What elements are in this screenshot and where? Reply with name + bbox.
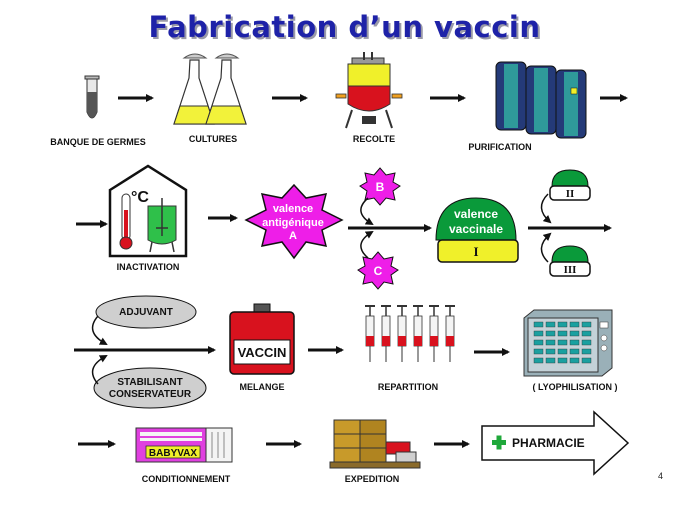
- valence-vaccinale-line1: valence: [454, 207, 498, 221]
- lyo-vial-slot: [545, 348, 556, 355]
- arrow-stabilisant-curve: [91, 355, 108, 385]
- temperature-unit-label: °C: [131, 189, 149, 206]
- valence-vaccinale-block: [435, 197, 519, 263]
- valence-vaccinale-line2: vaccinale: [449, 222, 503, 236]
- syringe-icon: [365, 305, 375, 362]
- lyo-vial-slot: [533, 321, 544, 328]
- lyo-vial-slot: [533, 357, 544, 364]
- valence-b-burst: [359, 167, 401, 206]
- valence-roman-iii: III: [564, 264, 577, 276]
- lyo-vial-slot: [545, 321, 556, 328]
- lyophilisation-machine-icon: [523, 309, 613, 377]
- page-number: 4: [658, 471, 664, 481]
- lyo-vial-slot: [533, 330, 544, 337]
- label-conditionnement: CONDITIONNEMENT: [141, 474, 231, 484]
- label-melange: MELANGE: [239, 382, 285, 392]
- lyo-vial-slot: [581, 357, 592, 364]
- adjuvant-ellipse: [95, 295, 197, 329]
- lyo-vial-slot: [557, 321, 568, 328]
- label-lyophilisation: ( LYOPHILISATION ): [532, 382, 618, 392]
- label-recolte: RECOLTE: [352, 134, 396, 144]
- label-inactivation: INACTIVATION: [116, 262, 180, 272]
- lyo-vial-slot: [557, 348, 568, 355]
- test-tube-icon: [84, 75, 100, 119]
- arrow-ii-curve: [540, 193, 552, 224]
- valence-roman-ii: II: [566, 188, 575, 200]
- stabilisant-line1: STABILISANT: [117, 377, 182, 388]
- vaccin-bottle-icon: [229, 303, 295, 375]
- page-title: Fabrication d’un vaccin: [148, 10, 541, 44]
- lyo-vial-slot: [533, 339, 544, 346]
- stabilisant-line2: CONSERVATEUR: [109, 389, 192, 400]
- valence-roman-i: I: [473, 244, 478, 259]
- harvest-reactor-icon: [335, 52, 403, 129]
- valence-a-line1: valence: [273, 203, 313, 215]
- lyo-vial-slot: [569, 339, 580, 346]
- syringes-icon: [365, 305, 455, 362]
- expedition-boxes-icon: [329, 419, 421, 469]
- label-banque: BANQUE DE GERMES: [50, 137, 146, 147]
- inactivation-oven-icon: [108, 164, 188, 258]
- lyo-vial-slot: [545, 330, 556, 337]
- valence-iii-block: [549, 245, 591, 277]
- lyo-vial-slot: [533, 348, 544, 355]
- syringe-icon: [381, 305, 391, 362]
- valence-a-line3: A: [289, 230, 297, 242]
- lyo-vial-slot: [581, 330, 592, 337]
- valence-b-label: B: [376, 180, 385, 194]
- arrow-adjuvant-curve: [91, 315, 108, 345]
- arrow-b-curve: [360, 197, 374, 226]
- lyo-vial-slot: [557, 357, 568, 364]
- lyo-vial-slot: [581, 321, 592, 328]
- valence-c-label: C: [374, 264, 383, 278]
- valence-a-burst: [244, 183, 344, 260]
- lyo-vial-slot: [569, 321, 580, 328]
- label-expedition: EXPEDITION: [344, 474, 400, 484]
- arrow-c-curve: [360, 230, 374, 259]
- lyo-vial-slot: [545, 357, 556, 364]
- label-purification: PURIFICATION: [468, 142, 532, 152]
- lyo-vial-slot: [581, 339, 592, 346]
- purification-columns-icon: [495, 61, 587, 139]
- lyo-vial-slot: [569, 357, 580, 364]
- pharmacie-arrow: [481, 410, 630, 476]
- lyo-vial-slot: [545, 339, 556, 346]
- lyo-vial-slot: [557, 339, 568, 346]
- valence-ii-block: [549, 169, 591, 201]
- syringe-icon: [429, 305, 439, 362]
- box-brand-label: BABYVAX: [149, 448, 197, 459]
- lyo-vial-slot: [569, 330, 580, 337]
- pharmacie-label: PHARMACIE: [512, 436, 585, 450]
- vaccin-bottle-label: VACCIN: [238, 345, 287, 360]
- syringe-icon: [413, 305, 423, 362]
- label-cultures: CULTURES: [188, 134, 238, 144]
- arrow-iii-curve: [540, 232, 552, 263]
- lyo-vial-slot: [557, 330, 568, 337]
- lyo-vial-slot: [581, 348, 592, 355]
- culture-flasks-icon: [173, 53, 247, 125]
- babyvax-box-icon: [135, 427, 233, 463]
- pharmacy-cross-icon: [492, 435, 506, 450]
- stabilisant-ellipse: [93, 367, 207, 409]
- valence-c-burst: [357, 251, 399, 290]
- valence-a-line2: antigénique: [262, 217, 324, 229]
- lyo-vial-slot: [569, 348, 580, 355]
- label-repartition: REPARTITION: [377, 382, 439, 392]
- syringe-icon: [445, 305, 455, 362]
- adjuvant-label: ADJUVANT: [119, 307, 173, 318]
- syringe-icon: [397, 305, 407, 362]
